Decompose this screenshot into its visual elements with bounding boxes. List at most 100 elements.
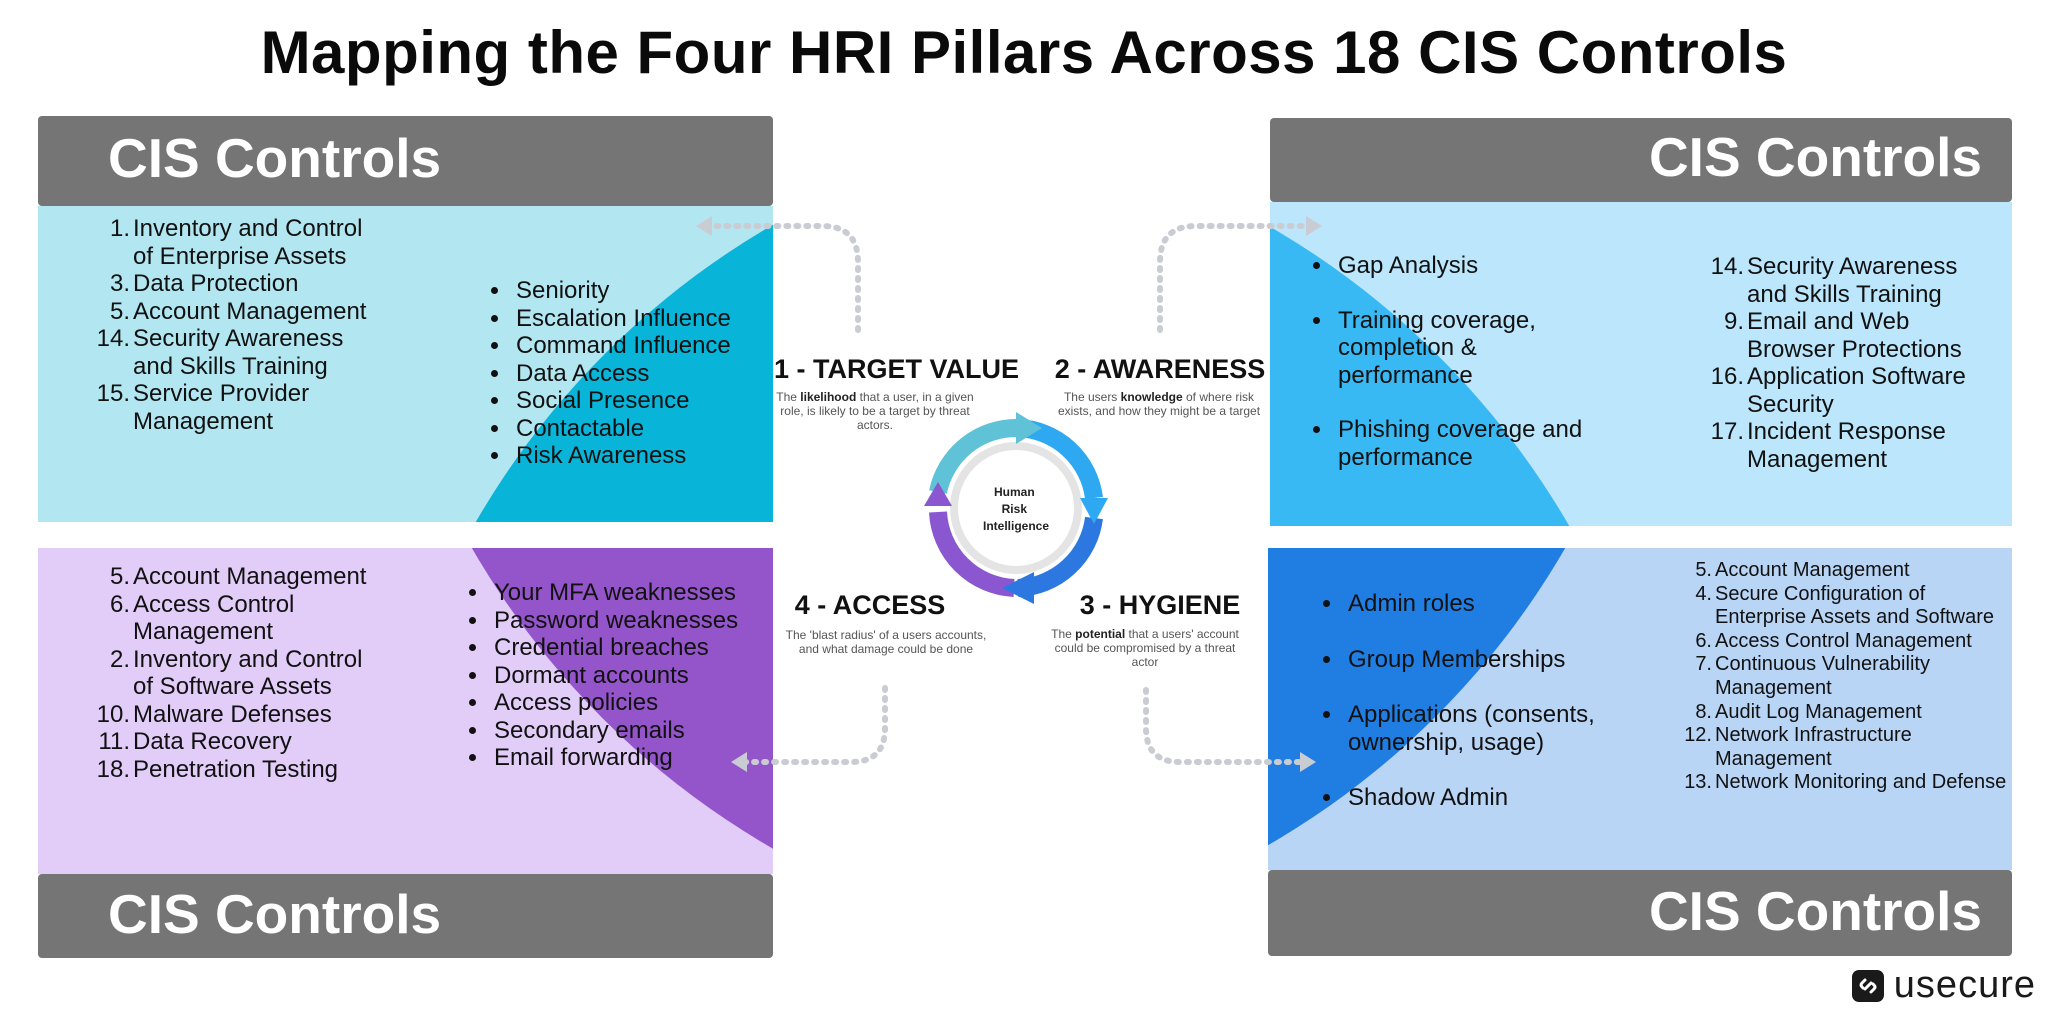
cis-control-number: 18. bbox=[96, 755, 130, 783]
pillar-factor-item: Escalation Influence bbox=[512, 305, 731, 333]
cis-control-item: 7.Continuous Vulnerability Management bbox=[1678, 653, 2008, 700]
target-value-panel: CIS Controls 1.Inventory and Control of … bbox=[38, 116, 773, 522]
cis-control-item: 14.Security Awareness and Skills Trainin… bbox=[88, 325, 388, 380]
cycle-arc-access bbox=[929, 511, 1015, 597]
cis-control-item: 8.Audit Log Management bbox=[1678, 701, 2008, 725]
awareness-panel: CIS Controls Gap AnalysisTraining covera… bbox=[1270, 116, 2012, 526]
pillar-factor-item: Gap Analysis bbox=[1334, 252, 1594, 280]
pillar-factor-item: Admin roles bbox=[1344, 590, 1674, 618]
cis-control-number: 8. bbox=[1695, 700, 1712, 723]
hygiene-cis-header-bar: CIS Controls bbox=[1268, 870, 2012, 956]
awareness-cis-list: 14.Security Awareness and Skills Trainin… bbox=[1702, 253, 2002, 473]
pillar-factor-item: Email forwarding bbox=[490, 744, 738, 772]
cis-control-item: 16.Application Software Security bbox=[1702, 363, 2002, 418]
svg-text:Human Risk Intelligenc: Human Risk Intelligence bbox=[983, 485, 1049, 533]
pillar-factor-item: Credential breaches bbox=[490, 634, 738, 662]
cis-control-item: 15.Service Provider Management bbox=[88, 380, 388, 435]
arrowhead-awareness bbox=[1306, 216, 1322, 236]
hygiene-factors: Admin rolesGroup MembershipsApplications… bbox=[1308, 590, 1674, 840]
hygiene-cis-heading: CIS Controls bbox=[1648, 880, 1982, 942]
cis-control-number: 13. bbox=[1684, 771, 1712, 794]
arrow-hygiene bbox=[1143, 687, 1303, 765]
access-factors: Your MFA weaknessesPassword weaknessesCr… bbox=[454, 579, 738, 772]
cis-control-text: Account Management bbox=[133, 297, 367, 325]
cis-control-item: 13.Network Monitoring and Defense bbox=[1678, 771, 2008, 795]
pillar-factor-item: Secondary emails bbox=[490, 717, 738, 745]
cis-control-text: Application Software Security bbox=[1747, 363, 1966, 418]
target-value-factors: SeniorityEscalation InfluenceCommand Inf… bbox=[476, 277, 731, 470]
cis-control-text: Network Monitoring and Defense bbox=[1715, 771, 2007, 794]
cis-control-item: 11.Data Recovery bbox=[88, 728, 388, 756]
usecure-link-icon bbox=[1851, 969, 1884, 1002]
pillar-factor-item: Your MFA weaknesses bbox=[490, 579, 738, 607]
brand-name: usecure bbox=[1893, 964, 2036, 1006]
cis-control-item: 6.Access Control Management bbox=[88, 591, 388, 646]
cis-control-text: Penetration Testing bbox=[133, 755, 339, 783]
pillar-heading-hygiene: 3 - HYGIENE bbox=[1079, 590, 1241, 620]
pillar-desc-target: The likelihood that a user, in a given r… bbox=[776, 390, 974, 432]
cis-control-text: Malware Defenses bbox=[133, 700, 332, 728]
pillar-desc-awareness: The users knowledge of where risk exists… bbox=[1057, 390, 1261, 418]
pillar-factor-item: Access policies bbox=[490, 689, 738, 717]
cis-control-text: Account Management bbox=[1715, 559, 1910, 581]
pillar-factor-item: Contactable bbox=[512, 415, 731, 443]
arrowhead-hygiene bbox=[1300, 752, 1316, 772]
cis-control-number: 12. bbox=[1684, 724, 1712, 747]
awareness-cis-heading: CIS Controls bbox=[1648, 126, 1982, 188]
pillar-factor-item: Shadow Admin bbox=[1344, 784, 1674, 812]
cis-control-text: Data Protection bbox=[133, 270, 299, 297]
cis-control-item: 10.Malware Defenses bbox=[88, 701, 388, 729]
cis-control-number: 9. bbox=[1723, 308, 1744, 335]
arrow-access bbox=[742, 685, 888, 765]
cis-control-number: 17. bbox=[1710, 418, 1744, 445]
cis-control-item: 5.Account Management bbox=[88, 298, 388, 326]
cis-control-text: Access Control Management bbox=[133, 590, 295, 646]
cis-control-number: 14. bbox=[1710, 253, 1744, 280]
pillar-heading-awareness: 2 - AWARENESS bbox=[1054, 354, 1266, 384]
awareness-factors: Gap AnalysisTraining coverage, completio… bbox=[1298, 252, 1594, 498]
pillar-factor-item: Data Access bbox=[512, 360, 731, 388]
cycle-head-hygiene bbox=[1002, 572, 1034, 604]
access-cis-header-bar: CIS Controls bbox=[38, 874, 773, 958]
pillar-factor-item: Seniority bbox=[512, 277, 731, 305]
pillar-heading-target: 1 - TARGET VALUE bbox=[774, 354, 1020, 384]
hri-cycle: Human Risk Intelligence bbox=[924, 412, 1108, 604]
pillar-desc-access: The 'blast radius' of a users accounts, … bbox=[785, 628, 987, 656]
arrowhead-target bbox=[696, 216, 712, 236]
center-label-line3: Intelligence bbox=[983, 519, 1049, 533]
cis-control-number: 1. bbox=[109, 215, 130, 242]
cis-control-number: 10. bbox=[96, 700, 130, 728]
cis-control-text: Data Recovery bbox=[133, 728, 292, 755]
cycle-head-awareness bbox=[1080, 498, 1108, 524]
cis-control-number: 14. bbox=[96, 325, 130, 352]
cis-control-item: 2.Inventory and Control of Software Asse… bbox=[88, 646, 388, 701]
cis-control-number: 2. bbox=[109, 645, 130, 673]
cis-control-item: 3.Data Protection bbox=[88, 270, 388, 298]
cis-control-item: 14.Security Awareness and Skills Trainin… bbox=[1702, 253, 2002, 308]
pillar-factor-item: Social Presence bbox=[512, 387, 731, 415]
cis-control-text: Inventory and Control of Software Assets bbox=[133, 645, 363, 701]
cis-control-number: 7. bbox=[1695, 653, 1712, 676]
target-cis-heading: CIS Controls bbox=[108, 127, 442, 189]
cycle-head-target bbox=[1016, 412, 1042, 444]
cis-control-item: 5.Account Management bbox=[88, 563, 388, 591]
cis-control-number: 6. bbox=[109, 590, 130, 618]
cis-control-number: 3. bbox=[109, 270, 130, 297]
arrow-target bbox=[707, 223, 861, 333]
cis-control-text: Continuous Vulnerability Management bbox=[1715, 653, 1930, 699]
cis-control-item: 4.Secure Configuration of Enterprise Ass… bbox=[1678, 583, 2008, 630]
cis-control-text: Access Control Management bbox=[1715, 629, 1972, 652]
cis-control-text: Inventory and Control of Enterprise Asse… bbox=[133, 215, 363, 270]
cycle-head-access bbox=[924, 482, 952, 506]
cis-control-text: Network Infrastructure Management bbox=[1715, 724, 1912, 770]
center-label-line2: Risk bbox=[1002, 502, 1028, 516]
cycle-inner-ring bbox=[950, 442, 1082, 574]
cis-control-text: Account Management bbox=[133, 563, 367, 590]
cis-control-item: 5.Account Management bbox=[1678, 559, 2008, 583]
cis-control-number: 4. bbox=[1695, 582, 1712, 605]
arrow-awareness bbox=[1157, 223, 1311, 333]
